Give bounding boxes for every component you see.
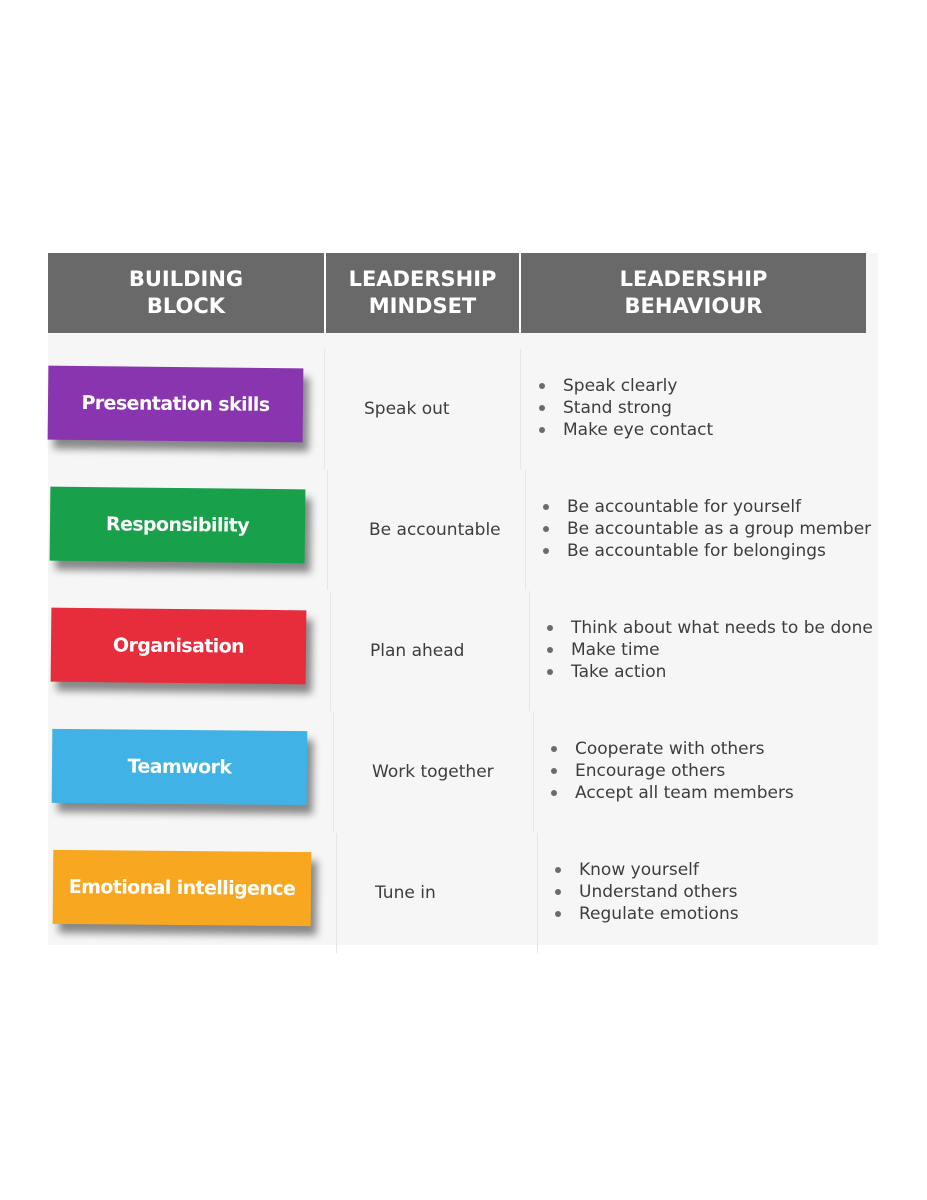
header-leadership-behaviour: LEADERSHIP BEHAVIOUR: [519, 253, 866, 333]
list-item: Be accountable as a group member: [539, 518, 871, 540]
table-row: Organisation Plan ahead Think about what…: [48, 591, 878, 711]
table-row: Presentation skills Speak out Speak clea…: [47, 349, 878, 469]
list-item: Speak clearly: [535, 375, 713, 397]
header-building-block: BUILDING BLOCK: [48, 253, 324, 333]
list-item: Be accountable for belongings: [539, 540, 871, 562]
table-header: BUILDING BLOCK LEADERSHIP MINDSET LEADER…: [48, 253, 866, 333]
list-item: Understand others: [551, 881, 739, 903]
behaviour-list: Be accountable for yourself Be accountab…: [539, 496, 871, 562]
behaviour-list: Know yourself Understand others Regulate…: [551, 859, 739, 925]
table-row: Responsibility Be accountable Be account…: [48, 470, 878, 590]
building-block-label: Organisation: [50, 607, 307, 685]
mindset-text: Tune in: [375, 883, 436, 903]
list-item: Make eye contact: [535, 419, 713, 441]
building-block-label: Emotional intelligence: [52, 849, 312, 927]
behaviour-list: Speak clearly Stand strong Make eye cont…: [535, 375, 713, 441]
mindset-text: Plan ahead: [370, 641, 465, 661]
header-leadership-mindset: LEADERSHIP MINDSET: [324, 253, 519, 333]
behaviour-list: Cooperate with others Encourage others A…: [547, 738, 794, 804]
list-item: Accept all team members: [547, 782, 794, 804]
mindset-text: Work together: [372, 762, 494, 782]
building-block-label: Responsibility: [49, 486, 306, 564]
list-item: Know yourself: [551, 859, 739, 881]
building-block-label: Teamwork: [51, 728, 308, 806]
building-block-label: Presentation skills: [47, 365, 304, 443]
list-item: Encourage others: [547, 760, 794, 782]
mindset-text: Speak out: [364, 399, 450, 419]
list-item: Make time: [543, 639, 873, 661]
list-item: Take action: [543, 661, 873, 683]
list-item: Regulate emotions: [551, 903, 739, 925]
list-item: Think about what needs to be done: [543, 617, 873, 639]
behaviour-list: Think about what needs to be done Make t…: [543, 617, 873, 683]
mindset-text: Be accountable: [369, 520, 501, 540]
table-row: Teamwork Work together Cooperate with ot…: [48, 712, 878, 832]
leadership-table: BUILDING BLOCK LEADERSHIP MINDSET LEADER…: [47, 253, 878, 953]
list-item: Stand strong: [535, 397, 713, 419]
list-item: Be accountable for yourself: [539, 496, 871, 518]
list-item: Cooperate with others: [547, 738, 794, 760]
table-row: Emotional intelligence Tune in Know your…: [48, 833, 878, 953]
